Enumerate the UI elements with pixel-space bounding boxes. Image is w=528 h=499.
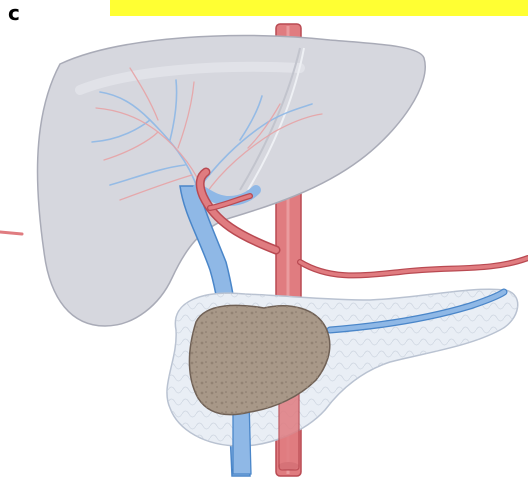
splenic-artery-icon (300, 258, 528, 275)
left-vessel-stub-icon (0, 232, 22, 234)
